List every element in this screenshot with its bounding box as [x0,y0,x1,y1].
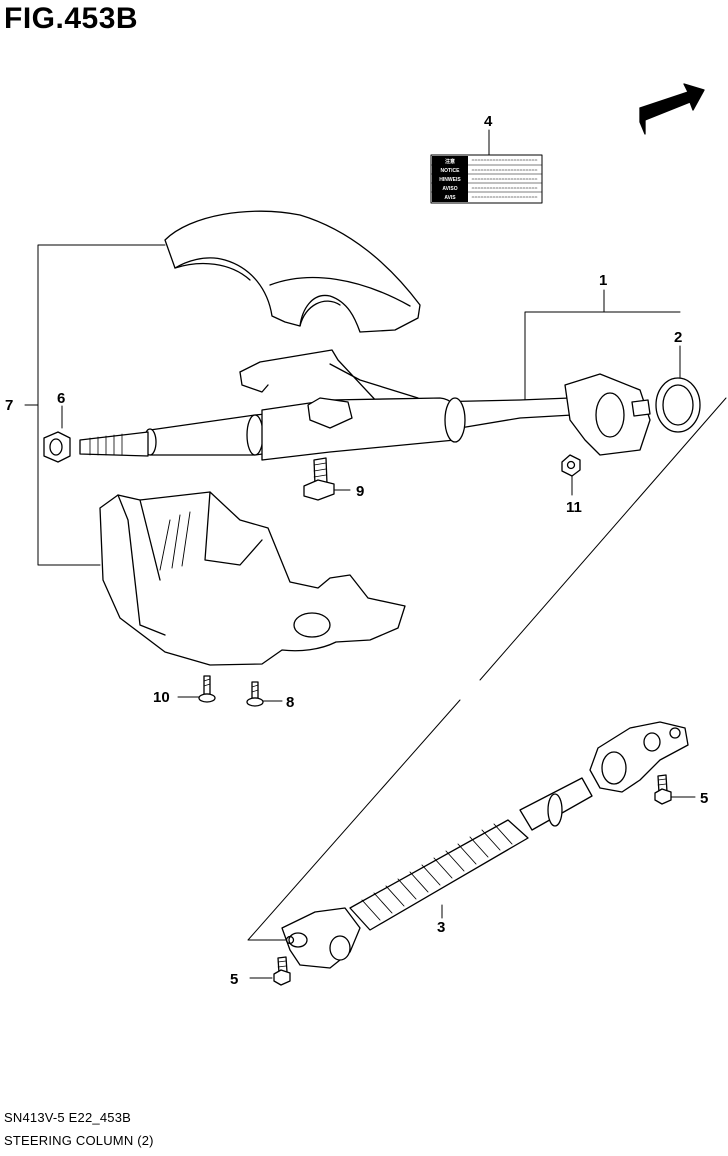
callout-8: 8 [286,694,294,711]
callout-numbers: 4 1 2 7 6 11 9 10 8 5 3 5 [5,113,708,988]
warning-label-sticker: 注意 NOTICE HINWEIS AVISO AVIS [430,154,543,204]
figure-title: FIG.453B [4,2,139,35]
nut-part-11 [561,454,581,477]
seal-part-2 [655,377,701,433]
figure-name: STEERING COLUMN (2) [4,1133,154,1148]
callout-5-upper: 5 [700,790,708,807]
callout-11: 11 [566,499,582,516]
bolt-part-9 [303,457,335,501]
warning-row-4: AVISO [442,186,457,192]
bolt-part-5-upper [654,774,672,805]
screw-part-10 [198,675,216,703]
figure-code: SN413V-5 E22_453B [4,1110,131,1125]
callout-9: 9 [356,483,364,500]
intermediate-shaft-part-3 [281,721,689,969]
callout-1: 1 [599,272,607,289]
callout-5-lower: 5 [230,971,238,988]
warning-row-3: HINWEIS [439,177,461,183]
callout-4: 4 [484,113,493,130]
callout-3: 3 [437,919,445,936]
upper-column-cover [164,210,421,333]
fwd-arrow-badge: FWD [639,83,705,135]
callout-6: 6 [57,390,65,407]
warning-row-5: AVIS [444,195,456,201]
callout-7: 7 [5,397,13,414]
warning-row-2: NOTICE [441,168,461,174]
steering-column-assembly [79,349,651,461]
warning-row-1: 注意 [445,158,455,165]
nut-part-6 [43,431,71,463]
lower-column-cover [99,491,406,666]
callout-10: 10 [153,689,170,706]
callout-2: 2 [674,329,682,346]
leader-lines [24,129,727,979]
screw-part-8 [246,681,264,707]
bolt-part-5-lower [273,956,291,986]
